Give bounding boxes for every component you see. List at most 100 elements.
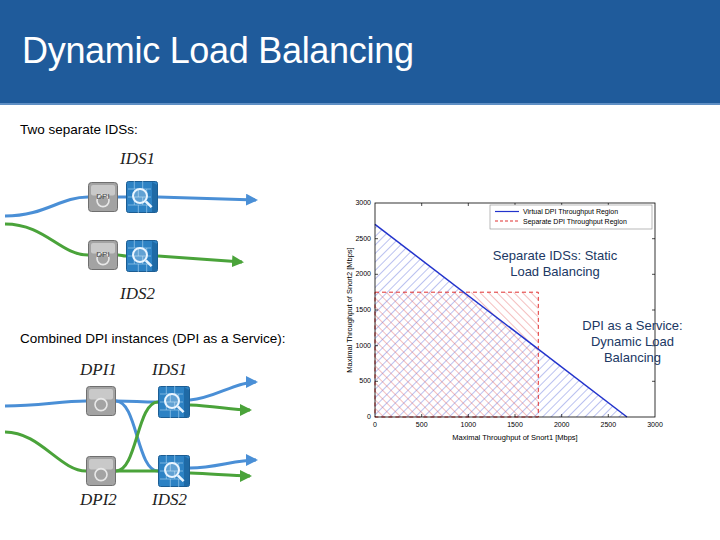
brick-line <box>166 386 167 394</box>
output-flow <box>158 256 242 262</box>
magnifier-lens <box>165 394 179 408</box>
brick-line <box>138 205 139 213</box>
tick-label: 2500 <box>355 235 371 243</box>
brick-line <box>174 455 175 463</box>
output-flow <box>190 382 256 400</box>
output-flow <box>190 405 250 410</box>
legend-line-sample <box>495 211 519 212</box>
axis-title: Maximal Throughput of Snort2 [Mbps] <box>345 247 354 372</box>
tick-label: 2000 <box>554 421 570 429</box>
input-flow <box>5 197 88 216</box>
brick-line <box>142 181 143 189</box>
input-flow <box>5 432 86 471</box>
tick-label: 3000 <box>355 199 371 207</box>
axis-title: Maximal Throughput of Snort1 [Mbps] <box>452 433 577 442</box>
node-icon <box>158 455 190 487</box>
legend-line-sample <box>495 220 519 221</box>
ids-firewall: IDS1 <box>126 181 158 213</box>
brick-line <box>146 264 147 272</box>
separate-region <box>375 292 538 417</box>
magnifier-lens <box>133 248 147 262</box>
ids-side <box>184 456 189 486</box>
device-caption: DPI <box>88 250 118 260</box>
brick-line <box>174 386 175 394</box>
dpi-appliance: DPI2 <box>86 456 116 486</box>
legend-box <box>490 205 652 229</box>
tick-label: 500 <box>359 377 371 385</box>
brick-line <box>178 479 179 487</box>
dpi-lens <box>95 469 107 481</box>
plot-frame <box>375 203 655 417</box>
brick-line <box>170 410 171 418</box>
flow-connector <box>116 402 158 471</box>
input-flow <box>5 224 88 255</box>
brick-line <box>138 264 139 272</box>
brick-line <box>166 455 167 463</box>
ids-body <box>127 182 158 213</box>
plot-area <box>375 203 655 417</box>
dpi-body <box>89 241 118 270</box>
ids-body <box>159 456 190 487</box>
slide-title: Dynamic Load Balancing <box>22 30 414 72</box>
tick-label: 500 <box>416 421 428 429</box>
dpi-body <box>87 387 116 416</box>
brick-line <box>170 479 171 487</box>
output-flow <box>190 473 250 476</box>
ids-firewall: IDS2 <box>158 455 190 487</box>
dpi-lens <box>95 399 107 411</box>
flow-connector <box>118 255 126 256</box>
ids-firewall: IDS1 <box>158 386 190 418</box>
tick-label: 1500 <box>355 306 371 314</box>
dpi-body <box>87 457 116 486</box>
output-flow <box>190 460 256 468</box>
ids-body <box>127 241 158 272</box>
node-label: IDS1 <box>120 149 155 169</box>
tick-label: 1000 <box>355 342 371 350</box>
node-label: IDS2 <box>152 490 187 510</box>
input-flow <box>5 401 86 406</box>
tick-label: 1000 <box>461 421 477 429</box>
ids-side <box>152 241 157 271</box>
node-icon <box>86 456 116 486</box>
dpi-body <box>89 183 118 212</box>
annotation: DPI as a Service: Dynamic Load Balancing <box>575 318 690 366</box>
flow-connector <box>118 196 126 199</box>
magnifier-handle <box>146 261 152 267</box>
device-caption: DPI <box>88 192 118 202</box>
ids-side <box>184 387 189 417</box>
brick-line <box>134 181 135 189</box>
brick-line <box>178 410 179 418</box>
tick-label: 2000 <box>355 270 371 278</box>
section-heading: Combined DPI instances (DPI as a Service… <box>20 331 286 347</box>
dpi-appliance: DPI1 <box>86 386 116 416</box>
tick-label: 3000 <box>647 421 663 429</box>
node-label: IDS1 <box>152 360 187 380</box>
tick-label: 1500 <box>507 421 523 429</box>
brick-line <box>146 205 147 213</box>
brick-line <box>142 240 143 248</box>
annotation: Separate IDSs: Static Load Balancing <box>491 248 619 280</box>
node-icon <box>126 181 158 213</box>
flow-connector <box>116 401 158 402</box>
flow-connector <box>116 470 158 473</box>
dpi-appliance: DPI <box>88 182 118 212</box>
output-flow <box>158 197 256 200</box>
header-rule <box>0 103 720 105</box>
ids-side <box>152 182 157 212</box>
node-icon <box>126 240 158 272</box>
brick-line <box>134 240 135 248</box>
magnifier-handle <box>178 476 184 482</box>
section-heading: Two separate IDSs: <box>20 122 138 138</box>
legend-text: Virtual DPI Throughput Region <box>523 207 618 216</box>
magnifier-handle <box>146 202 152 208</box>
axis-ticks <box>375 203 655 417</box>
magnifier-lens <box>133 189 147 203</box>
node-icon <box>158 386 190 418</box>
node-icon <box>86 386 116 416</box>
tick-label: 0 <box>367 413 371 421</box>
magnifier-lens <box>165 463 179 477</box>
tick-label: 0 <box>373 421 377 429</box>
ids-body <box>159 387 190 418</box>
